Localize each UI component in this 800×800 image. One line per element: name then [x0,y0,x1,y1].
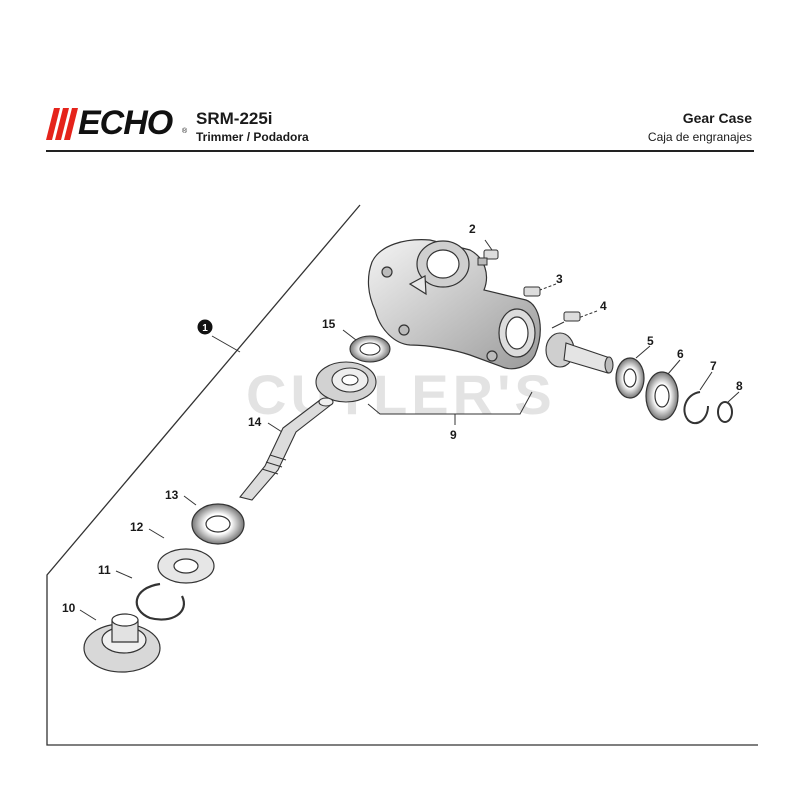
callout-15: 15 [322,317,336,331]
screw-4 [551,311,581,329]
snap-ring-11 [135,582,185,621]
section-title: Gear Case [682,110,752,126]
bearing-5 [615,357,645,399]
callout-5: 5 [647,334,654,348]
watermark-text: CUTLER'S [246,363,556,426]
bevel-gear [315,361,377,403]
pinion-gear-shaft [545,332,614,374]
assembly-marker-1 [197,319,213,335]
page-header: ECHO ® SRM-225i Trimmer / Podadora Gear … [0,0,800,152]
snap-ring-7 [683,391,709,425]
cover-10 [83,613,161,673]
callout-14: 14 [248,415,262,429]
model-number: SRM-225i [196,109,273,128]
screw-3 [523,286,541,297]
callout-8: 8 [736,379,743,393]
assembly-boundary [46,204,758,746]
output-shaft-14 [239,397,334,501]
callout-1: 1 [202,323,208,334]
product-subtitle: Trimmer / Podadora [196,130,309,144]
gear-case-housing [367,239,541,370]
section-title-spanish: Caja de engranajes [647,130,752,144]
callout-6: 6 [677,347,684,361]
shim-12 [157,548,215,584]
callout-2: 2 [469,222,476,236]
registered-mark: ® [182,128,188,135]
brand-logo-text: ECHO [78,104,173,142]
callout-13: 13 [165,488,179,502]
washer-8 [717,401,733,423]
bearing-6 [645,371,679,421]
callout-11: 11 [98,563,111,577]
callout-3: 3 [556,272,563,286]
callout-12: 12 [130,520,144,534]
leader-lines [79,239,740,621]
screw-2 [477,249,499,266]
echo-logo-stripes-icon [46,108,78,140]
callout-10: 10 [62,601,76,615]
bearing-15 [349,335,391,363]
header-rule [46,150,754,152]
callout-7: 7 [710,359,717,373]
callout-9: 9 [450,428,457,442]
callout-4: 4 [600,299,607,313]
bearing-13 [191,503,245,545]
